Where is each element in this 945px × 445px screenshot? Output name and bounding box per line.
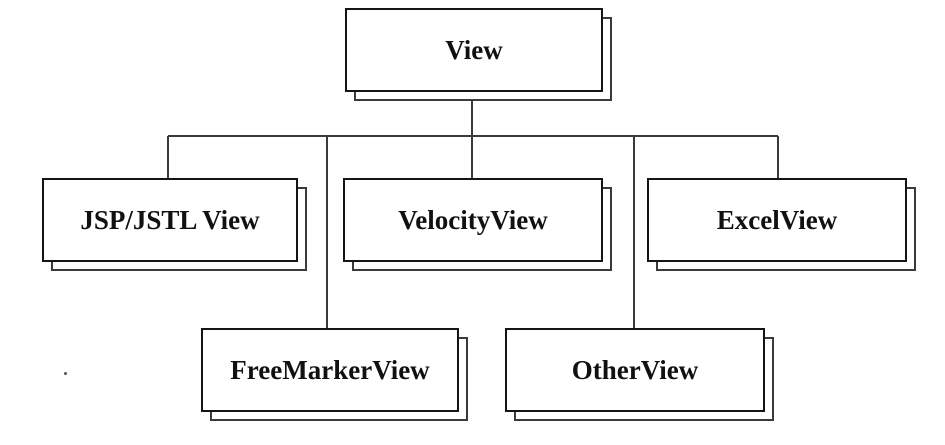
node-label: ExcelView [716,204,838,235]
node-label: JSP/JSTL View [80,204,260,235]
node-jsp-jstl-view: JSP/JSTL View [42,178,298,262]
node-label: OtherView [571,354,699,385]
node-excel-view: ExcelView [647,178,907,262]
node-label: FreeMarkerView [230,354,430,385]
node-view-root: View [345,8,603,92]
node-other-view: OtherView [505,328,765,412]
node-freemarker-view: FreeMarkerView [201,328,459,412]
scan-speck [64,372,67,375]
node-label: View [445,34,503,65]
node-velocity-view: VelocityView [343,178,603,262]
node-label: VelocityView [398,204,548,235]
